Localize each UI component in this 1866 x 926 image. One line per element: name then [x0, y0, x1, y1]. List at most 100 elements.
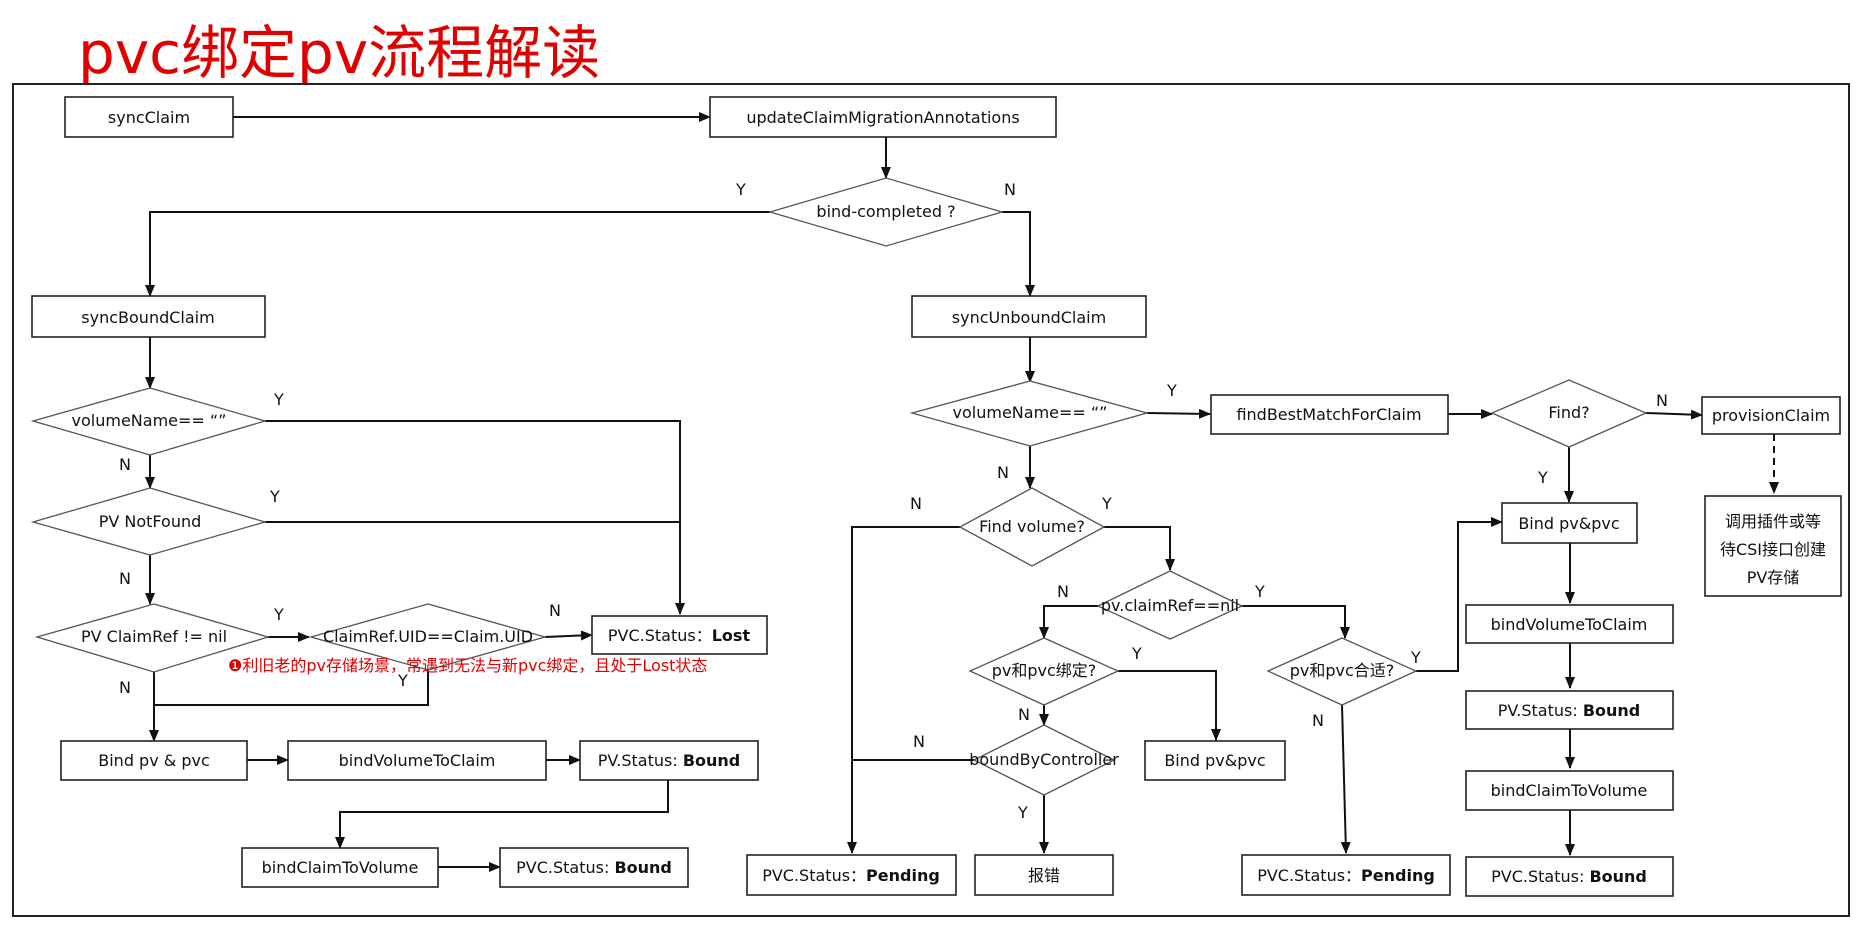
edge-pvpvcfit-y	[1416, 517, 1503, 672]
label-n-volname-right: N	[997, 463, 1009, 482]
svg-text:待CSI接口创建: 待CSI接口创建	[1720, 540, 1826, 559]
svg-text:Find?: Find?	[1548, 403, 1589, 422]
label-y-pvpvcfit: Y	[1410, 648, 1421, 667]
svg-text:Bind pv&pvc: Bind pv&pvc	[1164, 751, 1265, 770]
lost-annotation: ❶利旧老的pv存储场景，常遇到无法与新pvc绑定，且处于Lost状态	[228, 656, 707, 675]
label-y-claimrefnil: Y	[1254, 582, 1265, 601]
decision-find: Find?	[1490, 379, 1648, 448]
svg-text:pv.claimRef==nil: pv.claimRef==nil	[1101, 596, 1239, 615]
svg-text:bindVolumeToClaim: bindVolumeToClaim	[339, 751, 496, 770]
decision-claimref-nil: pv.claimRef==nil	[1096, 570, 1244, 640]
decision-pv-claimref: PV ClaimRef != nil	[34, 603, 271, 673]
label-n-uid: N	[549, 601, 561, 620]
node-provision-note: 调用插件或等 待CSI接口创建 PV存储	[1704, 495, 1842, 597]
svg-text:pv和pvc绑定?: pv和pvc绑定?	[992, 661, 1097, 680]
svg-text:PV存储: PV存储	[1747, 568, 1800, 587]
label-y-volname-left: Y	[273, 390, 284, 409]
label-y-pvnotfound: Y	[269, 487, 280, 506]
label-n-volname-left: N	[119, 455, 131, 474]
svg-text:bindClaimToVolume: bindClaimToVolume	[1491, 781, 1648, 800]
label-y-find: Y	[1537, 468, 1548, 487]
decision-bound-by-controller: boundByController	[969, 724, 1119, 796]
decision-pv-pvc-fit: pv和pvc合适?	[1266, 637, 1418, 706]
edge-pvpvcbound-y	[1118, 670, 1221, 741]
node-pvc-status-pending-2: PVC.Status：Pending	[1241, 854, 1451, 896]
label-n-pvnotfound: N	[119, 569, 131, 588]
edge-volname-y-lost	[265, 420, 685, 615]
label-y-volname-right: Y	[1166, 381, 1177, 400]
svg-text:volumeName== “”: volumeName== “”	[953, 403, 1108, 422]
decision-volume-name-left: volumeName== “”	[30, 387, 268, 456]
svg-text:bind-completed ?: bind-completed ?	[816, 202, 955, 221]
decision-pv-pvc-bound: pv和pvc绑定?	[968, 637, 1120, 706]
svg-text:报错: 报错	[1028, 866, 1060, 885]
svg-text:PVC.Status：Lost: PVC.Status：Lost	[608, 626, 751, 645]
node-bind-volume-to-claim-left: bindVolumeToClaim	[287, 740, 547, 781]
decision-claimref-uid: ClaimRef.UID==Claim.UID	[308, 603, 548, 671]
node-syncclaim: syncClaim	[64, 96, 234, 138]
node-bind-claim-to-volume-right: bindClaimToVolume	[1465, 770, 1674, 811]
node-pv-status-bound-right: PV.Status: Bound	[1465, 690, 1674, 730]
svg-text:Find volume?: Find volume?	[979, 517, 1085, 536]
node-pv-status-bound-left: PV.Status: Bound	[579, 740, 759, 781]
node-pvc-status-bound-left: PVC.Status: Bound	[499, 847, 689, 888]
svg-text:provisionClaim: provisionClaim	[1712, 406, 1830, 425]
node-sync-unbound-claim: syncUnboundClaim	[911, 295, 1147, 338]
svg-text:boundByController: boundByController	[969, 750, 1119, 769]
label-y-pvpvcbound: Y	[1131, 644, 1142, 663]
edge-bindcompleted-y	[145, 211, 770, 297]
svg-text:syncUnboundClaim: syncUnboundClaim	[952, 308, 1106, 327]
node-provision-claim: provisionClaim	[1701, 396, 1841, 435]
label-n-claimref: N	[119, 678, 131, 697]
edge-findvol-y	[1104, 526, 1175, 571]
edge-findvol-n	[847, 526, 960, 854]
svg-text:syncBoundClaim: syncBoundClaim	[81, 308, 214, 327]
decision-bind-completed: bind-completed ?	[767, 177, 1005, 247]
edge-pvpvcfit-n	[1340, 704, 1351, 854]
decision-volume-name-right: volumeName== “”	[909, 380, 1150, 447]
label-y-uid: Y	[397, 671, 408, 690]
svg-text:PV.Status: Bound: PV.Status: Bound	[1498, 701, 1641, 720]
label-n-find: N	[1656, 391, 1668, 410]
edge-volnamer-y	[1146, 408, 1211, 419]
node-error: 报错	[974, 854, 1114, 896]
svg-text:调用插件或等: 调用插件或等	[1725, 512, 1821, 531]
label-y-findvolume: Y	[1101, 494, 1112, 513]
svg-text:updateClaimMigrationAnnotation: updateClaimMigrationAnnotations	[746, 108, 1019, 127]
svg-text:PV.Status: Bound: PV.Status: Bound	[598, 751, 741, 770]
svg-text:syncClaim: syncClaim	[108, 108, 190, 127]
svg-text:PVC.Status: Bound: PVC.Status: Bound	[1491, 867, 1647, 886]
label-n-pvpvcbound: N	[1018, 705, 1030, 724]
edge-pvbound-bindclaim	[335, 780, 669, 849]
svg-text:ClaimRef.UID==Claim.UID: ClaimRef.UID==Claim.UID	[323, 627, 533, 646]
svg-text:volumeName== “”: volumeName== “”	[72, 411, 227, 430]
edge-bindcompleted-n	[1002, 211, 1035, 297]
svg-text:pv和pvc合适?: pv和pvc合适?	[1290, 661, 1395, 680]
node-update-claim-migration-annotations: updateClaimMigrationAnnotations	[709, 96, 1057, 138]
label-y-boundbyctrl: Y	[1017, 803, 1028, 822]
svg-text:bindVolumeToClaim: bindVolumeToClaim	[1491, 615, 1648, 634]
edge-labels: Y N Y N Y N Y N Y N Y N N Y N Y N Y Y Y …	[119, 180, 1668, 822]
edges	[145, 112, 1779, 872]
label-n-findvolume: N	[910, 494, 922, 513]
node-bind-claim-to-volume-left: bindClaimToVolume	[241, 847, 439, 888]
edge-claimrefnil-y	[1242, 605, 1350, 639]
edge-claimrefnil-n	[1039, 605, 1102, 639]
edge-uid-n	[544, 630, 593, 641]
decision-find-volume: Find volume?	[958, 487, 1106, 567]
label-y-bindcompleted: Y	[735, 180, 746, 199]
decision-pv-not-found: PV NotFound	[30, 487, 268, 556]
label-y-claimref: Y	[273, 605, 284, 624]
svg-text:Bind pv&pvc: Bind pv&pvc	[1518, 514, 1619, 533]
svg-text:PV NotFound: PV NotFound	[99, 512, 202, 531]
label-n-bindcompleted: N	[1004, 180, 1016, 199]
label-n-boundbyctrl: N	[913, 732, 925, 751]
node-bind-volume-to-claim-right: bindVolumeToClaim	[1465, 604, 1674, 644]
edge-uid-y	[155, 670, 429, 706]
svg-text:PV ClaimRef != nil: PV ClaimRef != nil	[81, 627, 227, 646]
svg-text:PVC.Status：Pending: PVC.Status：Pending	[1257, 866, 1435, 885]
diagram-frame	[12, 83, 1850, 917]
node-bind-pv-pvc-mid: Bind pv&pvc	[1144, 740, 1286, 781]
node-sync-bound-claim: syncBoundClaim	[31, 295, 266, 338]
